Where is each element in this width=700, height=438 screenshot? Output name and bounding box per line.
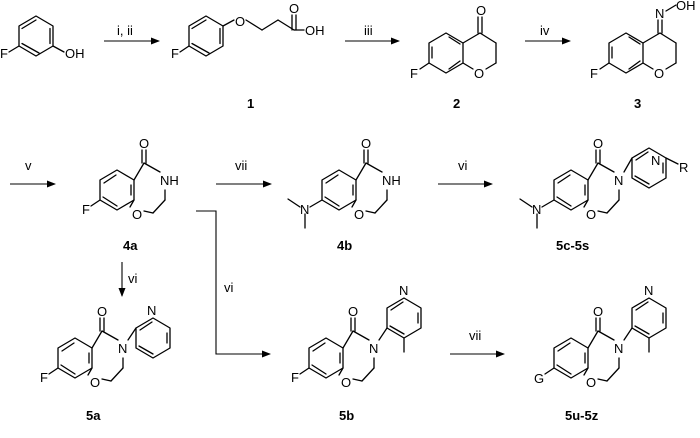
atom-o: O <box>341 375 351 390</box>
atom-o: O <box>97 304 107 319</box>
atom-f: F <box>40 370 48 385</box>
compound-label-5a: 5a <box>86 408 101 423</box>
compound-label-5u-5z: 5u-5z <box>565 408 599 423</box>
atom-oh: OH <box>65 46 85 61</box>
atom-o: O <box>593 304 603 319</box>
structure-compound-4b: N O NH O <box>287 136 401 229</box>
atom-o: O <box>586 375 596 390</box>
atom-o: O <box>132 207 142 222</box>
compound-label-3: 3 <box>634 96 641 111</box>
atom-n: N <box>644 283 653 298</box>
atom-o: O <box>139 136 149 151</box>
structure-compound-4a: O NH O F <box>82 136 179 222</box>
atom-o: O <box>90 375 100 390</box>
atom-nh: NH <box>160 173 179 188</box>
atom-o: O <box>289 1 299 16</box>
atom-g: G <box>534 371 544 386</box>
structure-compound-3: N OH O F <box>590 0 696 81</box>
reagent-v: v <box>25 158 32 173</box>
reagent-iii: iii <box>364 23 373 38</box>
atom-n: N <box>118 341 127 356</box>
atom-o: O <box>476 3 486 18</box>
atom-n: N <box>614 341 623 356</box>
atom-n: N <box>147 303 156 318</box>
structure-compound-5c-5s: N O N O N R <box>519 136 688 229</box>
reagent-vii: vii <box>235 158 247 173</box>
atom-o: O <box>354 207 364 222</box>
atom-f: F <box>0 46 8 61</box>
atom-o: O <box>654 66 664 81</box>
atom-n: N <box>614 173 623 188</box>
structure-compound-5u-5z: O N O G N <box>534 283 667 390</box>
compound-label-5b: 5b <box>339 408 354 423</box>
structure-compound-1: F O O OH <box>171 1 325 61</box>
atom-f: F <box>171 46 179 61</box>
atom-o: O <box>586 207 596 222</box>
compound-label-4a: 4a <box>123 238 138 253</box>
structure-3-fluorophenol: F OH <box>0 15 85 61</box>
atom-o: O <box>348 304 358 319</box>
atom-o: O <box>235 14 245 29</box>
atom-n: N <box>399 283 408 298</box>
atom-n: N <box>651 153 660 168</box>
atom-oh: OH <box>305 23 325 38</box>
atom-f: F <box>291 370 299 385</box>
atom-oh: OH <box>676 0 696 13</box>
reagent-iv: iv <box>540 23 550 38</box>
atom-o: O <box>361 136 371 151</box>
arrow-step-8 <box>196 210 271 358</box>
compound-label-2: 2 <box>453 96 460 111</box>
compound-label-5c-5s: 5c-5s <box>556 238 589 253</box>
structure-compound-5a: O N O F N <box>40 303 171 390</box>
reagent-i-ii: i, ii <box>117 23 133 38</box>
structure-compound-5b: O N O F N <box>291 283 422 390</box>
atom-f: F <box>590 66 598 81</box>
reagent-vii: vii <box>469 328 481 343</box>
atom-o: O <box>593 136 603 151</box>
atom-r: R <box>679 160 688 175</box>
atom-n: N <box>655 6 664 21</box>
atom-n: N <box>369 341 378 356</box>
structure-compound-2: O O F <box>410 3 497 81</box>
atom-n: N <box>300 202 309 217</box>
atom-o: O <box>474 66 484 81</box>
atom-f: F <box>82 202 90 217</box>
atom-nh: NH <box>382 173 401 188</box>
atom-n: N <box>532 202 541 217</box>
reagent-vi: vi <box>458 158 468 173</box>
compound-label-4b: 4b <box>337 238 352 253</box>
atom-f: F <box>410 66 418 81</box>
reagent-vi: vi <box>128 271 138 286</box>
compound-label-1: 1 <box>247 96 254 111</box>
reagent-vi: vi <box>224 280 234 295</box>
